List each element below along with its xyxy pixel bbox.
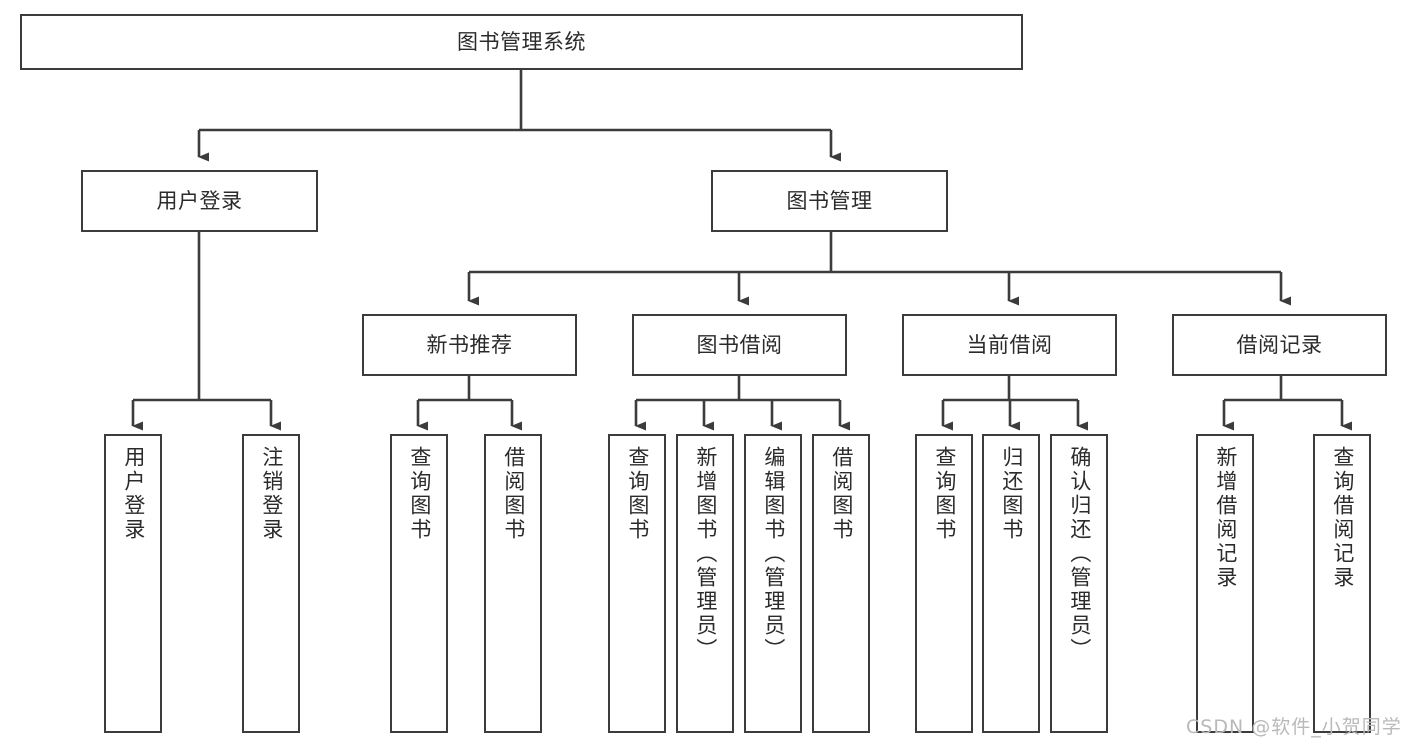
node-root-label: 图书管理系统 <box>457 29 586 54</box>
node-leaf-confirm-return-label: 确认归还（管理员） <box>1067 446 1092 662</box>
node-current-borrow-label: 当前借阅 <box>966 332 1053 357</box>
node-leaf-query-book-3-label: 查询图书 <box>932 446 957 542</box>
node-book-manage-label: 图书管理 <box>786 188 873 213</box>
node-current-borrow[interactable]: 当前借阅 <box>902 314 1117 376</box>
node-leaf-borrow-book-2[interactable]: 借阅图书 <box>812 434 870 733</box>
node-leaf-borrow-book-1-label: 借阅图书 <box>501 446 526 542</box>
node-leaf-confirm-return[interactable]: 确认归还（管理员） <box>1050 434 1108 733</box>
node-leaf-logout[interactable]: 注销登录 <box>242 434 300 733</box>
node-leaf-edit-book-label: 编辑图书（管理员） <box>761 446 786 662</box>
node-book-borrow-label: 图书借阅 <box>696 332 783 357</box>
node-borrow-record[interactable]: 借阅记录 <box>1172 314 1387 376</box>
node-leaf-add-record-label: 新增借阅记录 <box>1213 446 1238 590</box>
node-root[interactable]: 图书管理系统 <box>20 14 1023 70</box>
node-leaf-add-book-label: 新增图书（管理员） <box>693 446 718 662</box>
node-user-login[interactable]: 用户登录 <box>81 170 318 232</box>
node-leaf-query-record-label: 查询借阅记录 <box>1330 446 1355 590</box>
node-leaf-query-book-2[interactable]: 查询图书 <box>608 434 666 733</box>
node-leaf-return-book-label: 归还图书 <box>999 446 1024 542</box>
node-leaf-borrow-book-1[interactable]: 借阅图书 <box>484 434 542 733</box>
node-leaf-edit-book[interactable]: 编辑图书（管理员） <box>744 434 802 733</box>
node-book-borrow[interactable]: 图书借阅 <box>632 314 847 376</box>
node-user-login-label: 用户登录 <box>156 188 243 213</box>
node-borrow-record-label: 借阅记录 <box>1236 332 1323 357</box>
node-leaf-add-book[interactable]: 新增图书（管理员） <box>676 434 734 733</box>
node-leaf-add-record[interactable]: 新增借阅记录 <box>1196 434 1254 733</box>
node-leaf-query-book-3[interactable]: 查询图书 <box>915 434 973 733</box>
node-leaf-query-record[interactable]: 查询借阅记录 <box>1313 434 1371 733</box>
node-leaf-return-book[interactable]: 归还图书 <box>982 434 1040 733</box>
node-leaf-borrow-book-2-label: 借阅图书 <box>829 446 854 542</box>
node-book-manage[interactable]: 图书管理 <box>711 170 948 232</box>
node-new-book-rec[interactable]: 新书推荐 <box>362 314 577 376</box>
node-new-book-rec-label: 新书推荐 <box>426 332 513 357</box>
csdn-watermark: CSDN @软件_小贺同学 <box>1186 716 1402 738</box>
node-leaf-logout-label: 注销登录 <box>259 446 284 542</box>
node-leaf-query-book-1-label: 查询图书 <box>407 446 432 542</box>
node-leaf-query-book-2-label: 查询图书 <box>625 446 650 542</box>
node-leaf-query-book-1[interactable]: 查询图书 <box>390 434 448 733</box>
node-leaf-user-login-label: 用户登录 <box>121 446 146 542</box>
node-leaf-user-login[interactable]: 用户登录 <box>104 434 162 733</box>
